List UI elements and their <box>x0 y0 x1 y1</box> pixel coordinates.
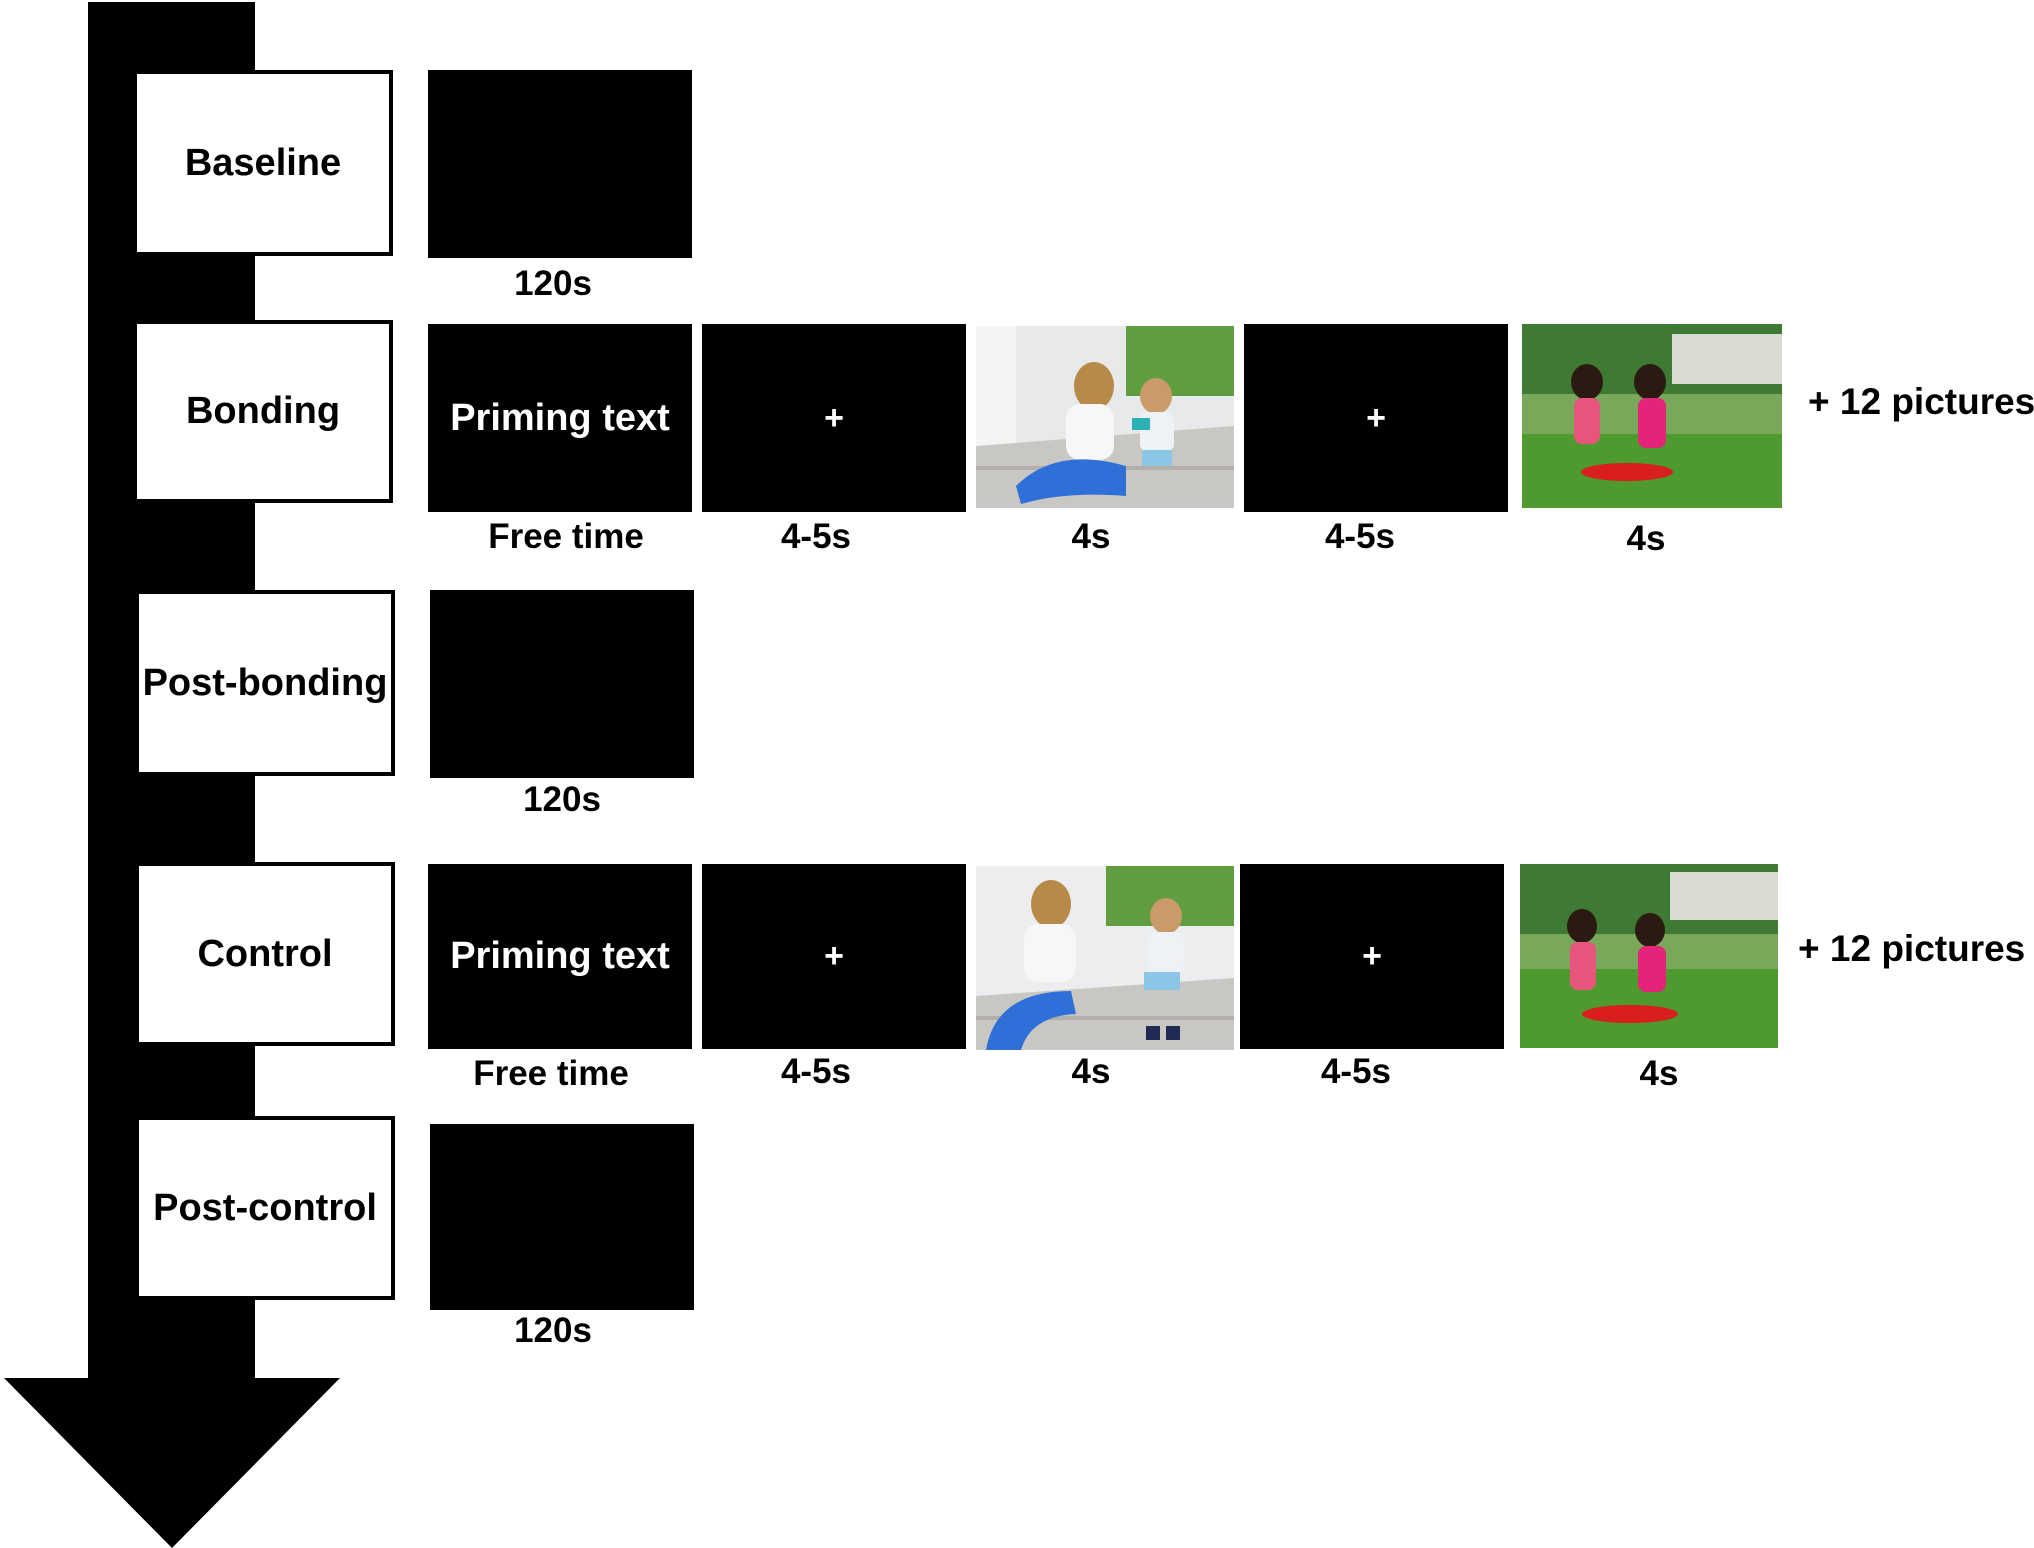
control-free-time: Free time <box>473 1054 629 1093</box>
fixation-cross-icon: + <box>1366 398 1386 437</box>
control-fixation-screen-1: + <box>702 864 966 1049</box>
bonding-fixation-screen-1: + <box>702 324 966 512</box>
phase-baseline: Baseline <box>133 70 393 256</box>
phase-post-bonding-label: Post-bonding <box>142 661 388 704</box>
fixation-cross-icon: + <box>824 398 844 437</box>
post-control-duration: 120s <box>514 1311 592 1350</box>
phase-bonding-label: Bonding <box>185 390 341 432</box>
bonding-picture-duration-2: 4s <box>1626 519 1666 558</box>
post-control-blank-screen <box>430 1124 694 1310</box>
control-fixation-duration-1: 4-5s <box>780 1052 852 1091</box>
bonding-fixation-duration-2: 4-5s <box>1324 517 1396 556</box>
baseline-blank-screen <box>428 70 692 258</box>
control-priming-text: Priming text <box>450 935 670 977</box>
bonding-more-pictures: + 12 pictures <box>1808 381 2034 422</box>
bonding-priming-text: Priming text <box>450 396 670 439</box>
bonding-picture-duration-1: 4s <box>1071 517 1111 556</box>
fixation-cross-icon: + <box>824 937 844 975</box>
phase-post-bonding: Post-bonding <box>135 590 395 776</box>
bonding-free-time: Free time <box>488 517 644 556</box>
control-priming-screen: Priming text <box>428 864 692 1049</box>
phase-control-label: Control <box>197 932 333 975</box>
baseline-duration: 120s <box>514 264 592 303</box>
bonding-photo-girls-playing-image <box>1522 324 1782 508</box>
control-photo-mother-child-image <box>976 866 1234 1050</box>
control-more-pictures: + 12 pictures <box>1798 928 2026 969</box>
post-bonding-duration: 120s <box>523 780 601 819</box>
phase-post-control: Post-control <box>135 1116 395 1300</box>
phase-baseline-label: Baseline <box>184 141 342 184</box>
bonding-fixation-duration-1: 4-5s <box>780 517 852 556</box>
phase-control: Control <box>135 862 395 1046</box>
control-fixation-screen-2: + <box>1240 864 1504 1049</box>
phase-post-control-label: Post-control <box>153 1186 377 1229</box>
control-fixation-duration-2: 4-5s <box>1320 1052 1392 1091</box>
post-bonding-blank-screen <box>430 590 694 778</box>
bonding-fixation-screen-2: + <box>1244 324 1508 512</box>
bonding-priming-screen: Priming text <box>428 324 692 512</box>
control-picture-duration-1: 4s <box>1071 1052 1111 1091</box>
bonding-photo-mother-child-image <box>976 326 1234 508</box>
fixation-cross-icon: + <box>1362 937 1382 975</box>
control-photo-girls-playing-image <box>1520 864 1778 1048</box>
phase-bonding: Bonding <box>133 320 393 503</box>
control-picture-duration-2: 4s <box>1639 1054 1679 1093</box>
